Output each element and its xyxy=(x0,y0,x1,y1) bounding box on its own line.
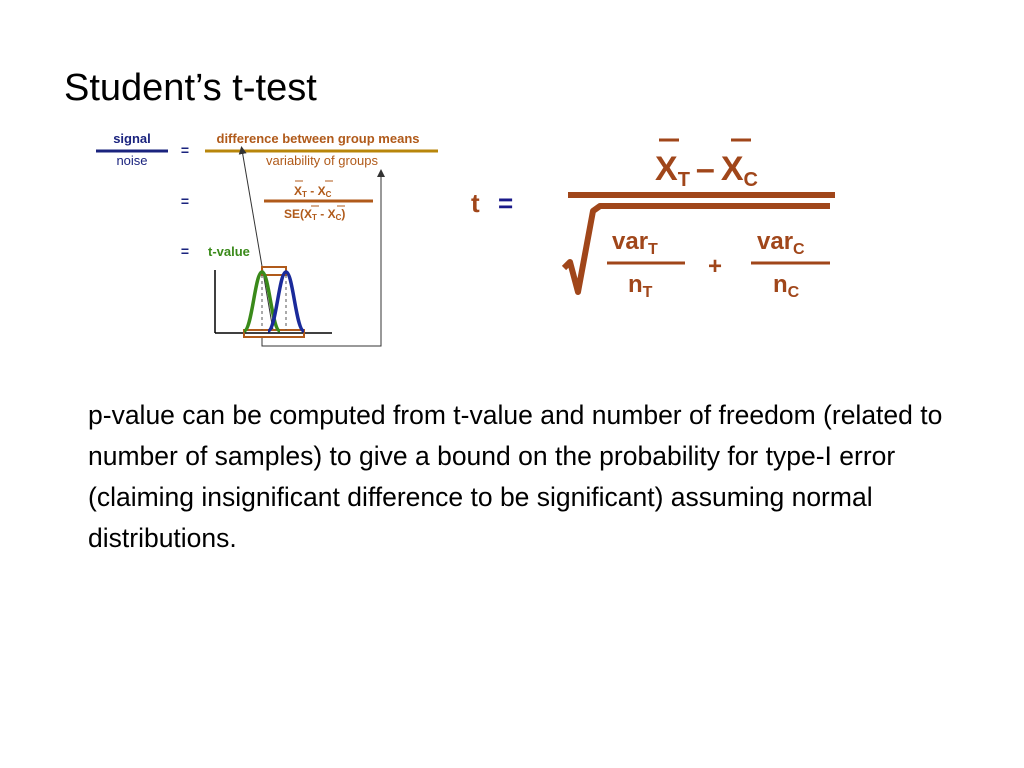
noise-label: noise xyxy=(116,153,147,168)
distribution-plot xyxy=(214,266,332,338)
equals-sign-1: = xyxy=(181,142,189,158)
xc-subscript: C xyxy=(326,190,332,199)
standard-error-denominator: SE(XT - XC) xyxy=(284,205,345,222)
formula-minus: – xyxy=(696,150,715,188)
xt-subscript: T xyxy=(302,190,307,199)
svg-text:varT: varT xyxy=(612,228,658,258)
spread-bracket xyxy=(243,329,305,338)
svg-text:varC: varC xyxy=(757,228,805,258)
se-close: ) xyxy=(341,207,345,221)
formula-plus: + xyxy=(708,253,722,280)
formula-xt: X xyxy=(655,150,678,188)
formula-control-term: varC nC xyxy=(751,228,830,301)
numerator-difference: XT - XC xyxy=(294,180,333,199)
formula-treatment-term: varT nT xyxy=(607,228,685,301)
equals-sign-3: = xyxy=(181,243,189,259)
formula-equals: = xyxy=(498,188,513,218)
formula-t: t xyxy=(471,188,480,218)
svg-text:XT - XC: XT - XC xyxy=(294,184,332,199)
svg-text:nT: nT xyxy=(628,271,653,301)
formula-square-root xyxy=(561,203,830,295)
svg-text:XT–XC: XT–XC xyxy=(655,150,758,191)
t-test-diagram: signal noise = = = difference between gr… xyxy=(96,131,835,347)
treatment-distribution-curve xyxy=(266,270,306,333)
arrow-to-difference xyxy=(238,146,274,331)
signal-label: signal xyxy=(113,131,151,146)
body-paragraph: p-value can be computed from t-value and… xyxy=(88,400,943,553)
variability-label: variability of groups xyxy=(266,153,378,168)
svg-text:nC: nC xyxy=(773,271,800,301)
arrow-to-variability xyxy=(261,169,385,347)
equals-sign-2: = xyxy=(181,193,189,209)
xc-symbol: X xyxy=(318,184,326,198)
numerator-minus: - xyxy=(307,184,318,198)
slide-title: Student’s t-test xyxy=(64,67,317,109)
se-label: SE( xyxy=(284,207,304,221)
svg-text:SE(XT - XC): SE(XT - XC) xyxy=(284,207,345,222)
difference-label: difference between group means xyxy=(217,131,420,146)
formula-numerator: XT–XC xyxy=(655,138,758,191)
t-value-label: t-value xyxy=(208,244,250,259)
xt-symbol: X xyxy=(294,184,302,198)
formula-xc: X xyxy=(721,150,744,188)
